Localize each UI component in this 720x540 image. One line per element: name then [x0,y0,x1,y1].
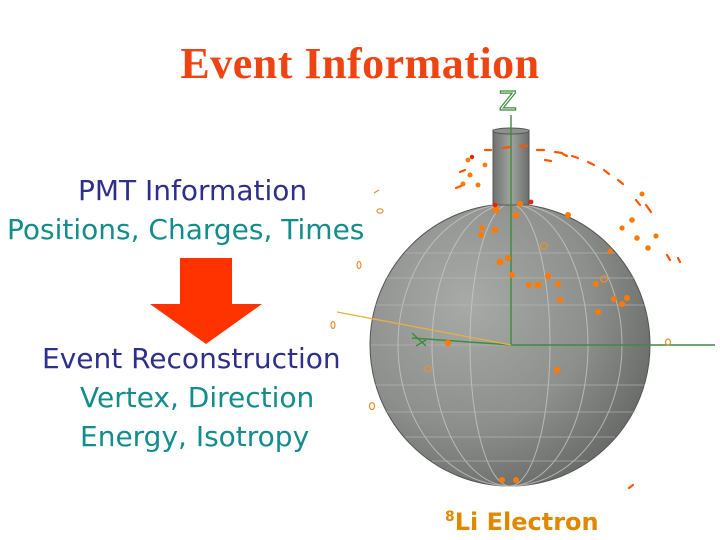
recon-heading: Event Reconstruction [42,342,341,375]
caption-text: Li Electron [454,508,599,536]
isotope-mass-number: 8 [445,509,455,525]
pmt-hits [330,144,682,490]
direction-line [336,311,512,346]
event-caption: 8Li Electron [445,508,599,536]
coordinate-axes [411,115,715,347]
z-axis-label: Z [499,87,517,117]
down-arrow-icon [150,258,262,344]
page-title: Event Information [180,39,540,88]
pmt-details: Positions, Charges, Times [7,213,365,246]
recon-line-1: Vertex, Direction [80,381,315,414]
pmt-heading: PMT Information [78,174,308,207]
recon-line-2: Energy, Isotropy [80,420,310,453]
